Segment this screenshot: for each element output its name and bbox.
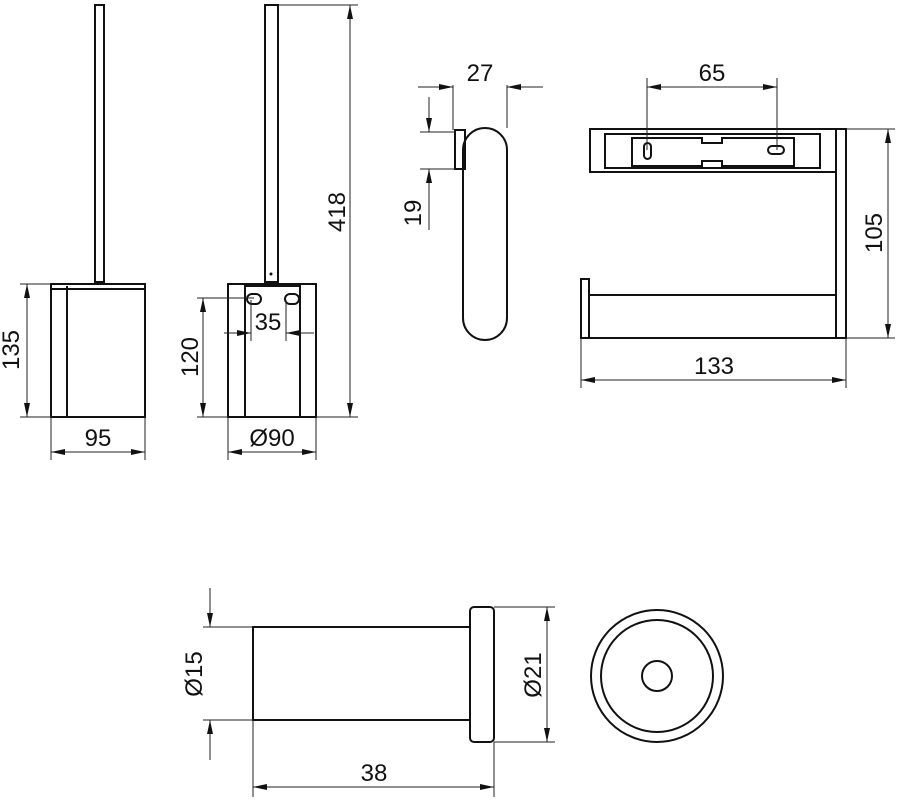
brush-holder-side-view: 120 35 Ø90 418 xyxy=(177,4,358,460)
dim-95: 95 xyxy=(85,425,112,452)
hook-side-view: Ø15 Ø21 38 xyxy=(181,588,555,797)
paper-holder-front-view: 65 105 133 xyxy=(580,60,895,388)
dim-65: 65 xyxy=(699,60,726,87)
dim-35: 35 xyxy=(255,309,282,336)
dim-133: 133 xyxy=(694,353,734,380)
dim-27: 27 xyxy=(467,60,494,87)
dim-120: 120 xyxy=(177,337,204,377)
dim-diameter-90: Ø90 xyxy=(249,425,294,452)
dim-418: 418 xyxy=(324,192,351,232)
dim-19: 19 xyxy=(400,200,427,227)
dim-diameter-15: Ø15 xyxy=(181,651,208,696)
brush-holder-front-view: 135 95 xyxy=(0,4,146,460)
paper-holder-side-view: 27 19 xyxy=(400,60,543,341)
dim-105: 105 xyxy=(861,213,888,253)
hook-front-view xyxy=(590,609,724,743)
dim-38: 38 xyxy=(361,760,388,787)
dim-135: 135 xyxy=(0,330,25,370)
dim-diameter-21: Ø21 xyxy=(520,652,547,697)
